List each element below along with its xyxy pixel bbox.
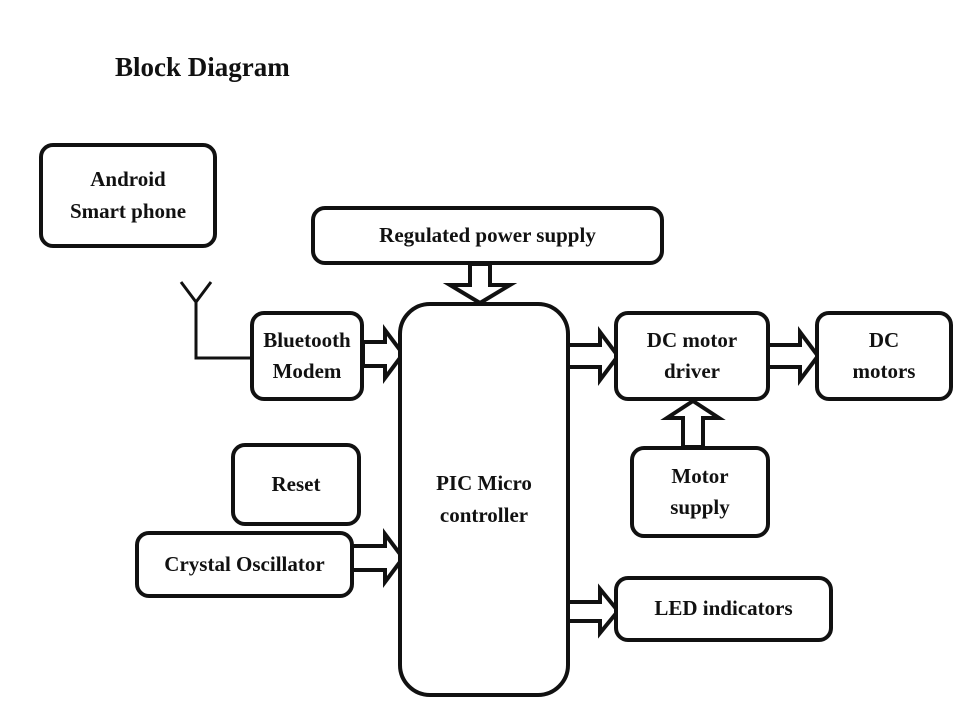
led-indicators-block: LED indicators	[614, 576, 833, 642]
driver-line2: driver	[664, 359, 720, 383]
reset-label: Reset	[271, 471, 321, 496]
led-label: LED indicators	[654, 596, 793, 621]
arrow-driver-to-motors	[766, 326, 821, 386]
motors-line1: DC	[868, 327, 900, 352]
motors-line2: motors	[852, 359, 916, 383]
arrow-power-to-pic	[442, 262, 518, 306]
dc-motors-block: DC motors	[815, 311, 953, 401]
arrow-supply-to-driver	[660, 398, 726, 449]
supply-line1: Motor	[671, 463, 729, 488]
antenna-icon	[179, 281, 252, 360]
android-line1: Android	[90, 167, 166, 191]
pic-microcontroller-block: PIC Micro controller	[398, 302, 570, 697]
bluetooth-line2: Modem	[272, 359, 342, 383]
pic-line2: controller	[439, 502, 529, 527]
arrow-pic-to-driver	[566, 326, 621, 386]
bluetooth-modem-block: Bluetooth Modem	[250, 311, 364, 401]
android-smartphone-block: Android Smart phone	[39, 143, 217, 248]
regulated-power-supply-block: Regulated power supply	[311, 206, 664, 265]
crystal-oscillator-block: Crystal Oscillator	[135, 531, 354, 598]
dc-motor-driver-block: DC motor driver	[614, 311, 770, 401]
reset-block: Reset	[231, 443, 361, 526]
diagram-title: Block Diagram	[115, 52, 290, 82]
bluetooth-line1: Bluetooth	[263, 327, 351, 352]
android-line2: Smart phone	[69, 198, 187, 223]
arrow-bluetooth-to-pic	[361, 324, 406, 384]
arrow-crystal-to-pic	[350, 528, 406, 588]
driver-line1: DC motor	[646, 327, 738, 352]
power-label: Regulated power supply	[379, 222, 596, 247]
crystal-label: Crystal Oscillator	[164, 551, 325, 576]
arrow-pic-to-led	[566, 583, 621, 639]
motor-supply-block: Motor supply	[630, 446, 770, 538]
pic-line1: PIC Micro	[436, 471, 532, 495]
supply-line2: supply	[670, 495, 730, 519]
